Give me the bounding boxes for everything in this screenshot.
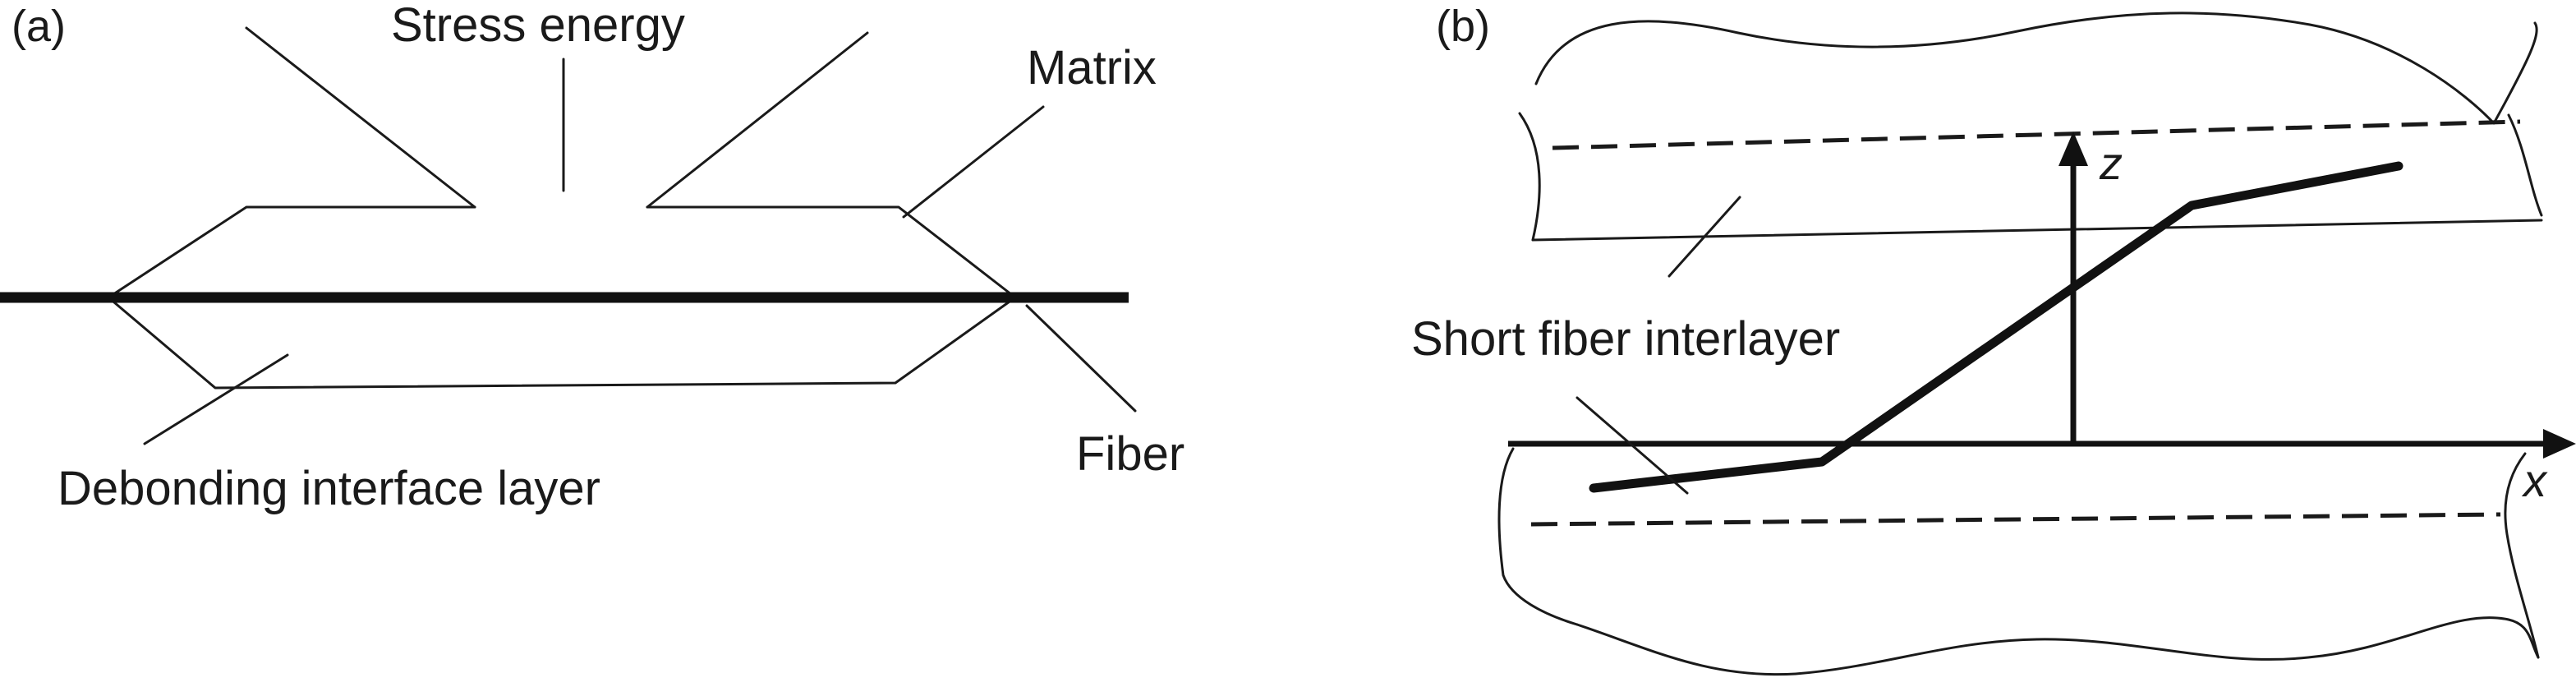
panel-a-label: (a) bbox=[12, 2, 66, 51]
x-axis-label: x bbox=[2521, 454, 2548, 506]
upper-matrix-right-edge bbox=[2507, 113, 2543, 217]
upper-matrix-bottom-line bbox=[1531, 219, 2543, 242]
stress-energy-line-left bbox=[245, 26, 476, 209]
panel-a: (a) Stress energy Matrix Fiber Debonding… bbox=[0, 0, 1184, 515]
x-axis-arrowhead bbox=[2543, 429, 2576, 459]
lower-dashed-line bbox=[1530, 512, 2501, 527]
matrix-label: Matrix bbox=[1027, 41, 1157, 95]
upper-matrix-outline bbox=[1534, 12, 2538, 125]
lower-matrix-bottom-outline bbox=[1576, 616, 2540, 676]
stress-energy-line-right bbox=[646, 31, 869, 209]
fiber-label: Fiber bbox=[1076, 427, 1184, 481]
panel-b-label: (b) bbox=[1436, 2, 1490, 51]
debonding-layer-label: Debonding interface layer bbox=[58, 462, 600, 515]
lower-matrix-left-edge bbox=[1497, 447, 1579, 626]
z-axis-arrowhead bbox=[2058, 131, 2088, 166]
debonding-leader-line bbox=[143, 353, 289, 445]
debonding-layer-outline bbox=[107, 296, 1017, 390]
matrix-upper-outline bbox=[107, 205, 476, 299]
short-fiber-interlayer-label: Short fiber interlayer bbox=[1411, 312, 1840, 366]
fiber-leader-line bbox=[1025, 304, 1137, 413]
lower-matrix-right-edge bbox=[2504, 452, 2540, 659]
panel-b: (b) x z Short fiber interlayer bbox=[1411, 2, 2576, 676]
upper-dashed-line bbox=[1552, 119, 2521, 150]
stress-energy-label: Stress energy bbox=[391, 0, 685, 52]
z-axis-label: z bbox=[2099, 137, 2123, 189]
upper-matrix-left-edge bbox=[1518, 112, 1541, 242]
interlayer-leader-lower bbox=[1576, 396, 1689, 495]
matrix-upper-outline-right bbox=[646, 205, 1017, 299]
short-fiber-line bbox=[1589, 161, 2404, 493]
interlayer-leader-upper bbox=[1668, 196, 1741, 278]
matrix-leader-line bbox=[902, 105, 1045, 219]
